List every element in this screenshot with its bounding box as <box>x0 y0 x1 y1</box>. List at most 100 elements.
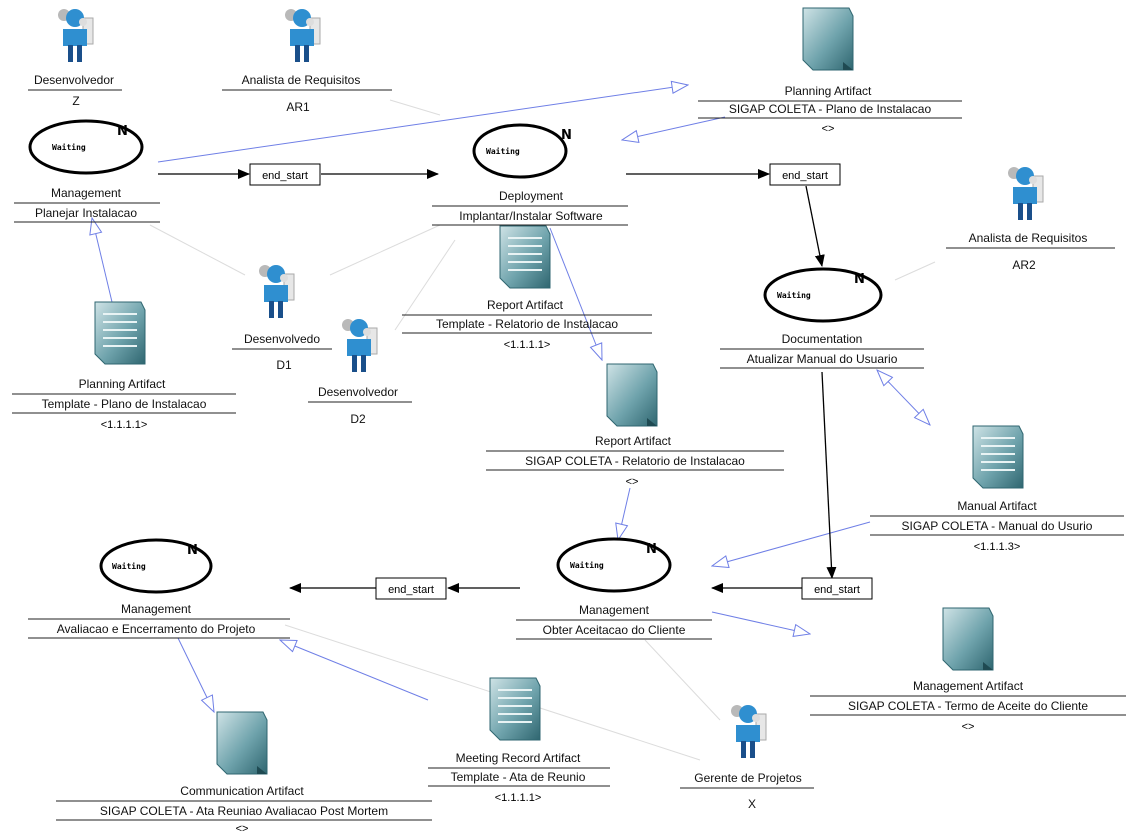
document-icon <box>606 363 658 427</box>
activity-name: Avaliacao e Encerramento do Projeto <box>57 622 256 636</box>
artifact-name: SIGAP COLETA - Termo de Aceite do Client… <box>848 699 1088 713</box>
io-documentation-manual <box>877 370 930 425</box>
artifact-plan-sigap[interactable]: Planning Artifact SIGAP COLETA - Plano d… <box>698 7 962 135</box>
connector-label: end_start <box>262 170 308 182</box>
activity-implantar[interactable]: Waiting N Deployment Implantar/Instalar … <box>432 123 628 226</box>
artifact-report-sigap[interactable]: Report Artifact SIGAP COLETA - Relatorio… <box>486 363 784 488</box>
flow-arrows <box>158 169 837 593</box>
io-avaliacao-to-comm <box>177 637 214 712</box>
role-title: Analista de Requisitos <box>969 231 1088 245</box>
connector-c2[interactable]: end_start <box>769 163 841 186</box>
artifact-name: SIGAP COLETA - Plano de Instalacao <box>729 102 932 116</box>
activity-name: Implantar/Instalar Software <box>459 209 603 223</box>
new-state-marker: N <box>561 128 572 143</box>
artifact-type: Report Artifact <box>595 434 672 448</box>
activity-documentation[interactable]: Waiting N Documentation Atualizar Manual… <box>720 267 924 369</box>
artifact-name: SIGAP COLETA - Manual do Usurio <box>902 519 1093 533</box>
role-name: D1 <box>276 358 292 372</box>
activity-aceitacao[interactable]: Waiting N Management Obter Aceitacao do … <box>516 537 712 640</box>
io-manual-to-aceitacao <box>712 521 871 566</box>
activity-name: Obter Aceitacao do Cliente <box>543 623 686 637</box>
document-icon <box>802 7 854 71</box>
artifact-type: Communication Artifact <box>180 784 304 798</box>
artifact-type: Planning Artifact <box>785 84 872 98</box>
role-z[interactable]: Desenvolvedor Z <box>28 9 122 108</box>
artifact-type: Report Artifact <box>487 298 564 312</box>
role-title: Analista de Requisitos <box>242 73 361 87</box>
role-title: Desenvolvedo <box>244 332 320 346</box>
activity-type: Deployment <box>499 189 564 203</box>
artifact-name: Template - Ata de Reunio <box>451 770 586 784</box>
analyst-icon <box>1008 167 1044 220</box>
developer-icon <box>342 319 378 372</box>
activity-type: Management <box>121 602 192 616</box>
document-icon <box>489 677 541 741</box>
activity-type: Management <box>579 603 650 617</box>
status-label: Waiting <box>52 142 86 152</box>
connector-label: end_start <box>814 584 860 596</box>
io-meeting-to-avaliacao <box>280 640 429 701</box>
artifact-version: <> <box>236 823 249 835</box>
artifact-version: <> <box>626 476 639 488</box>
assoc-d1-implantar <box>329 224 441 276</box>
role-ar1[interactable]: Analista de Requisitos AR1 <box>222 9 392 114</box>
role-name: D2 <box>350 412 366 426</box>
connector-c1[interactable]: end_start <box>249 163 321 186</box>
io-report-sigap-to-aceitacao <box>618 487 631 540</box>
connector-c3[interactable]: end_start <box>801 577 873 600</box>
role-title: Desenvolvedor <box>34 73 114 87</box>
status-label: Waiting <box>486 146 520 156</box>
io-aceitacao-to-mgmt <box>711 611 810 634</box>
io-implantar-to-report-sigap <box>549 227 602 360</box>
role-d1[interactable]: Desenvolvedo D1 <box>232 265 332 372</box>
developer-icon <box>58 9 94 62</box>
flow-documentation-c3 <box>821 371 837 579</box>
io-arrows <box>92 85 930 712</box>
artifact-version: <1.1.1.1> <box>495 792 542 804</box>
activity-avaliacao[interactable]: Waiting N Management Avaliacao e Encerra… <box>28 538 290 639</box>
artifact-report-tpl[interactable]: Report Artifact Template - Relatorio de … <box>402 225 652 351</box>
artifact-meeting[interactable]: Meeting Record Artifact Template - Ata d… <box>428 677 610 804</box>
role-d2[interactable]: Desenvolvedor D2 <box>308 319 412 426</box>
flow-c2-documentation <box>805 185 825 267</box>
io-plan-sigap-to-implantar <box>622 116 726 140</box>
artifact-plan-tpl[interactable]: Planning Artifact Template - Plano de In… <box>12 301 236 431</box>
role-name: X <box>748 797 756 811</box>
role-name: AR1 <box>286 100 310 114</box>
artifact-version: <1.1.1.1> <box>101 419 148 431</box>
new-state-marker: N <box>187 543 198 558</box>
artifact-comm[interactable]: Communication Artifact SIGAP COLETA - At… <box>56 711 432 835</box>
artifact-type: Meeting Record Artifact <box>456 751 581 765</box>
connector-label: end_start <box>388 584 434 596</box>
connector-c4[interactable]: end_start <box>375 577 447 600</box>
document-icon <box>216 711 268 775</box>
artifact-type: Manual Artifact <box>957 499 1037 513</box>
io-plan-tpl-to-planejar <box>92 218 113 303</box>
artifact-version: <1.1.1.1> <box>504 339 551 351</box>
activity-name: Atualizar Manual do Usuario <box>747 352 898 366</box>
role-x[interactable]: Gerente de Projetos X <box>680 705 814 811</box>
document-icon <box>499 225 551 289</box>
io-planejar-to-plan-sigap <box>157 85 688 163</box>
artifact-version: <> <box>962 721 975 733</box>
artifact-version: <> <box>822 123 835 135</box>
artifact-manual[interactable]: Manual Artifact SIGAP COLETA - Manual do… <box>870 425 1124 553</box>
document-icon <box>972 425 1024 489</box>
document-icon <box>94 301 146 365</box>
artifact-type: Planning Artifact <box>79 377 166 391</box>
activity-name: Planejar Instalacao <box>35 206 137 220</box>
assoc-ar1-implantar <box>389 99 441 116</box>
developer-icon <box>259 265 295 318</box>
role-title: Desenvolvedor <box>318 385 398 399</box>
activity-planejar[interactable]: Waiting N Management Planejar Instalacao <box>14 119 160 223</box>
document-icon <box>942 607 994 671</box>
role-ar2[interactable]: Analista de Requisitos AR2 <box>946 167 1115 272</box>
status-label: Waiting <box>112 561 146 571</box>
role-name: Z <box>72 94 79 108</box>
artifact-name: Template - Plano de Instalacao <box>42 397 207 411</box>
assoc-x-aceitacao <box>644 639 721 721</box>
artifact-mgmt[interactable]: Management Artifact SIGAP COLETA - Termo… <box>810 607 1126 733</box>
artifact-name: SIGAP COLETA - Relatorio de Instalacao <box>525 454 745 468</box>
assoc-d1-planejar <box>149 224 246 276</box>
